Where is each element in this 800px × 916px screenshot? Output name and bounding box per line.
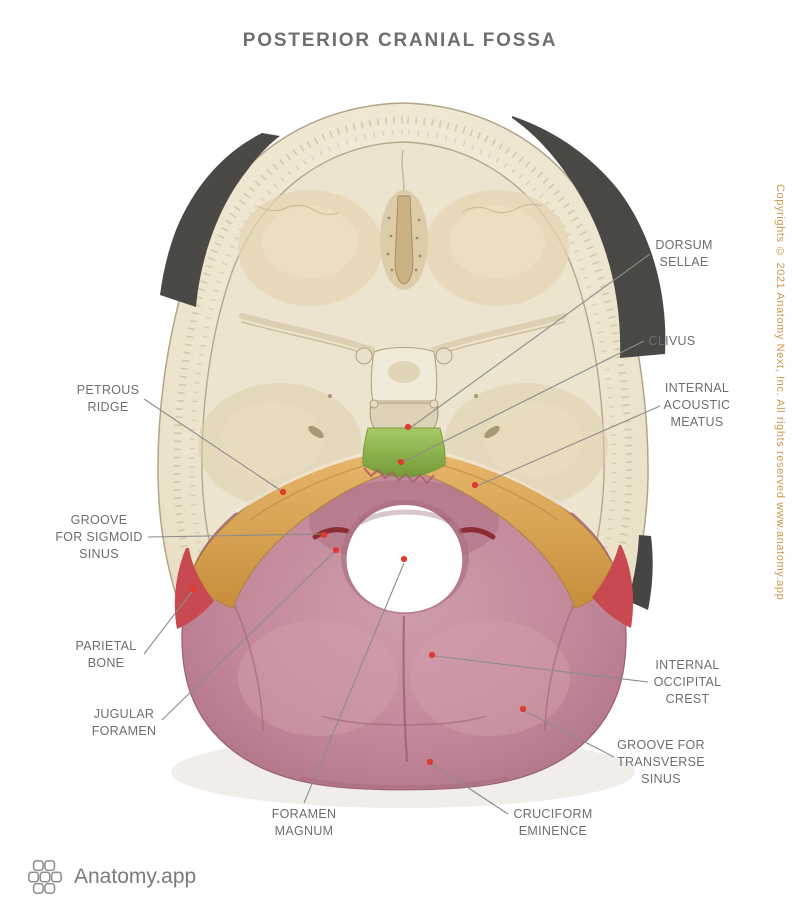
marker-dot-dorsum-sellae	[404, 423, 412, 431]
internal-occipital-crest-line	[402, 615, 409, 763]
jugular-slit-right	[458, 527, 496, 540]
outer-table-shadow-left	[160, 133, 280, 307]
marker-dot-clivus	[397, 458, 405, 466]
label-petrous-ridge: PETROUS RIDGE	[76, 383, 140, 414]
leader-line-cruciform-eminence	[431, 763, 509, 815]
label-groove-for-transverse-sinus: GROOVE FOR TRANSVERSE SINUS	[617, 738, 705, 786]
leader-line-dorsum-sellae	[409, 253, 651, 429]
marker-dot-cruciform-eminence	[426, 758, 434, 766]
label-clivus: CLIVUS	[648, 334, 696, 348]
outer-table-shadow-right-lower	[628, 535, 653, 610]
marker-dot-petrous-ridge	[279, 488, 287, 496]
brand-footer[interactable]: Anatomy.app	[26, 858, 196, 896]
label-cruciform-eminence: CRUCIFORM EMINENCE	[513, 807, 593, 838]
red-patch-right	[592, 545, 634, 628]
copyright-text: Copyrights © 2021 Anatomy Next, Inc. All…	[774, 184, 786, 601]
leader-line-internal-acoustic-meatus	[476, 405, 661, 487]
leader-line-internal-occipital-crest	[434, 655, 649, 683]
marker-dot-groove-for-transverse-sinus	[519, 705, 527, 713]
skull-base-art	[157, 102, 666, 808]
label-parietal-bone: PARIETAL BONE	[75, 639, 137, 670]
leader-line-groove-for-transverse-sinus	[524, 710, 615, 758]
leader-line-petrous-ridge	[143, 398, 284, 493]
marker-dot-foramen-magnum	[400, 555, 408, 563]
label-foramen-magnum: FORAMEN MAGNUM	[271, 807, 337, 838]
clivus-region	[362, 427, 446, 484]
jugular-slit-left	[312, 527, 350, 540]
leader-line-jugular-foramen	[161, 551, 335, 721]
brand-name: Anatomy.app	[74, 865, 197, 888]
anatomy-app-logo-icon	[28, 860, 62, 894]
marker-dot-parietal-bone	[189, 585, 197, 593]
marker-dot-groove-for-sigmoid-sinus	[320, 531, 328, 539]
label-jugular-foramen: JUGULAR FORAMEN	[91, 707, 157, 738]
label-dorsum-sellae: DORSUM SELLAE	[655, 238, 713, 269]
leader-line-groove-for-sigmoid-sinus	[147, 533, 322, 538]
leader-line-clivus	[402, 340, 645, 463]
sella-turcica-region	[355, 346, 453, 429]
page-title: POSTERIOR CRANIAL FOSSA	[242, 30, 558, 51]
cruciform-transverse-line	[321, 715, 487, 726]
marker-dot-internal-acoustic-meatus	[471, 481, 479, 489]
diploe-ring-inner	[189, 129, 617, 750]
marker-dot-jugular-foramen	[332, 546, 340, 554]
anterior-fossa-region	[238, 149, 569, 306]
leader-line-parietal-bone	[143, 589, 194, 655]
label-internal-acoustic-meatus: INTERNAL ACOUSTIC MEATUS	[663, 381, 731, 429]
leader-line-foramen-magnum	[303, 562, 405, 804]
marker-dots	[189, 423, 527, 766]
label-groove-for-sigmoid-sinus: GROOVE FOR SIGMOID SINUS	[55, 513, 143, 561]
leader-lines	[143, 253, 661, 815]
outer-table-shadow-right	[512, 116, 666, 358]
label-internal-occipital-crest: INTERNAL OCCIPITAL CREST	[653, 658, 722, 706]
marker-dot-internal-occipital-crest	[428, 651, 436, 659]
crista-galli-region	[380, 190, 428, 290]
